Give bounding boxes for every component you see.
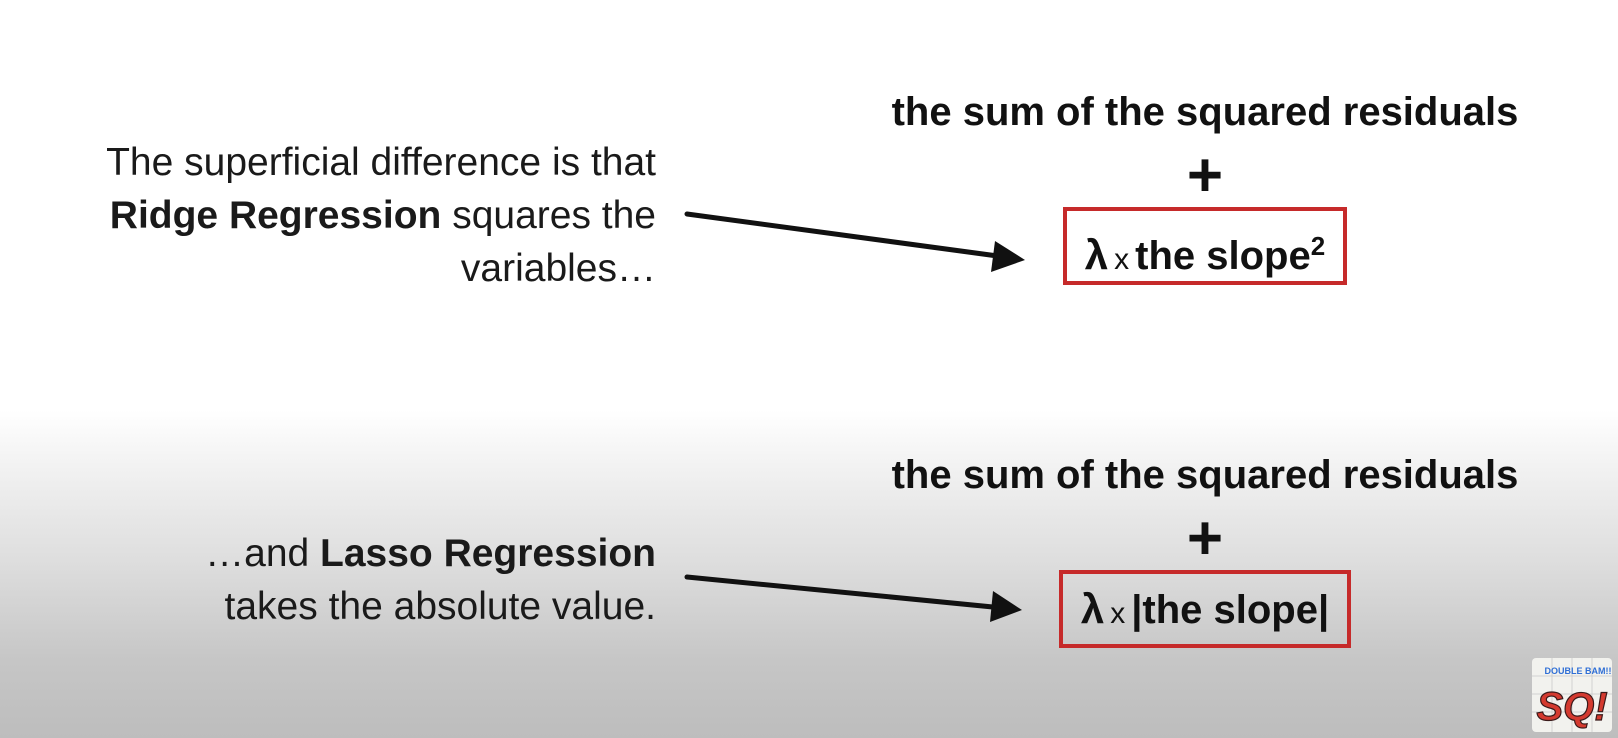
lasso-regression-term: Lasso Regression bbox=[320, 532, 656, 575]
ridge-times-symbol: x bbox=[1114, 243, 1130, 276]
lasso-times-symbol: x bbox=[1110, 597, 1126, 630]
ridge-sum-label: the sum of the squared residuals bbox=[891, 90, 1519, 134]
ridge-caption-line3: variables… bbox=[460, 247, 656, 290]
lasso-penalty-text: |the slope| bbox=[1131, 588, 1330, 632]
ridge-regression-term: Ridge Regression bbox=[109, 194, 442, 237]
ridge-squared-superscript: 2 bbox=[1310, 231, 1326, 261]
ridge-caption: The superficial difference is that Ridge… bbox=[106, 136, 656, 295]
ridge-caption-line1: The superficial difference is that bbox=[106, 141, 656, 184]
lasso-caption-line2: takes the absolute value. bbox=[224, 585, 656, 628]
lasso-caption-line1: …and Lasso Regression bbox=[205, 527, 656, 580]
ridge-penalty-text: the slope bbox=[1135, 234, 1311, 278]
ridge-lambda-symbol: λ bbox=[1084, 231, 1109, 278]
lasso-sum-label: the sum of the squared residuals bbox=[891, 453, 1519, 497]
lasso-caption-prefix: …and bbox=[205, 532, 321, 575]
ridge-caption-line2-rest: squares the bbox=[441, 194, 656, 237]
lasso-caption: …and Lasso Regression takes the absolute… bbox=[205, 527, 656, 633]
logo-sq-text: SQ! bbox=[1536, 685, 1607, 729]
statquest-logo-icon: DOUBLE BAM!! SQ! bbox=[1532, 658, 1612, 732]
ridge-plus-sign: + bbox=[1186, 141, 1224, 210]
ridge-caption-line2: Ridge Regression squares the bbox=[106, 189, 656, 242]
lasso-lambda-symbol: λ bbox=[1080, 585, 1105, 632]
logo-bam-text: DOUBLE BAM!! bbox=[1545, 666, 1612, 676]
lasso-plus-sign: + bbox=[1186, 504, 1224, 573]
